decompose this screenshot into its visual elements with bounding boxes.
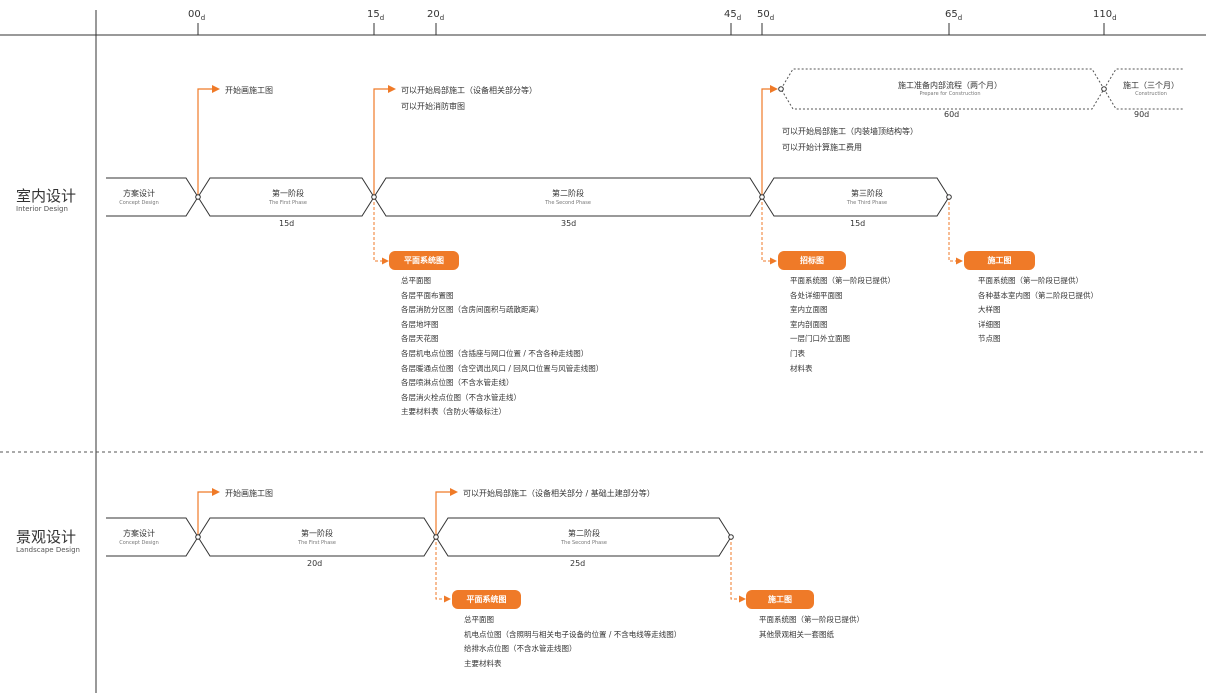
interior-note-1: 开始画施工图 xyxy=(225,86,273,95)
list-item: 详细图 xyxy=(978,319,1001,329)
landscape-note-1: 开始画施工图 xyxy=(225,489,273,498)
landscape-section-title: 景观设计 xyxy=(16,528,77,546)
list-item: 总平面图 xyxy=(464,615,494,624)
landscape-phase-1-label-en: The First Phase xyxy=(298,540,336,546)
interior-deliverable-list-1: 总平面图 各层平面布置图 各层消防分区图（含房间面积与疏散距离） 各层地坪图 各… xyxy=(401,274,603,420)
landscape-deliverable-badge-2: 施工图 xyxy=(746,590,814,609)
construction-phase-duration: 90d xyxy=(1134,110,1150,119)
interior-dashed-connectors xyxy=(373,197,958,262)
interior-note-3-line-1: 可以开始局部施工（内装墙顶结构等） xyxy=(782,127,918,136)
list-item: 机电点位图（含照明与相关电子设备的位置 / 不含电线等走线图） xyxy=(464,629,682,639)
landscape-phase-1-label: 第一阶段 xyxy=(301,529,333,538)
interior-deliverable-badge-2: 招标图 xyxy=(778,251,846,270)
list-item: 材料表 xyxy=(790,363,813,373)
landscape-phase-2-label: 第二阶段 xyxy=(568,529,600,538)
interior-arrowheads xyxy=(212,85,778,93)
landscape-deliverable-list-1: 总平面图 机电点位图（含照明与相关电子设备的位置 / 不含电线等走线图） 给排水… xyxy=(464,613,681,671)
list-item: 各层平面布置图 xyxy=(401,290,454,300)
prep-phase-label-en: Prepare for Construction xyxy=(919,91,981,97)
interior-phase-2-duration: 35d xyxy=(561,219,577,228)
tick-label-0: 00d xyxy=(188,9,206,22)
landscape-phase-1-duration: 20d xyxy=(307,559,323,568)
interior-section-subtitle: Interior Design xyxy=(16,205,68,213)
tick-label-50: 50d xyxy=(757,9,775,22)
list-item: 其他景观相关一套图纸 xyxy=(759,629,834,639)
interior-phase-3-duration: 15d xyxy=(850,219,866,228)
prep-phase-label: 施工准备内部流程（两个月） xyxy=(898,81,1002,90)
tick-label-45: 45d xyxy=(724,9,742,22)
list-item: 主要材料表 xyxy=(464,658,502,668)
landscape-concept-label-en: Concept Design xyxy=(119,540,159,546)
interior-note-2-line-2: 可以开始消防审图 xyxy=(401,102,465,111)
landscape-deliverable-list-2: 平面系统图（第一阶段已提供） 其他景观相关一套图纸 xyxy=(759,613,864,642)
interior-milestones xyxy=(195,86,1107,200)
interior-deliverable-badge-3: 施工图 xyxy=(964,251,1035,270)
axis-ticks xyxy=(197,23,1105,35)
interior-phase-1-duration: 15d xyxy=(279,219,295,228)
interior-phase-3-label-en: The Third Phase xyxy=(846,200,888,206)
interior-phase-3-label: 第三阶段 xyxy=(851,189,883,198)
list-item: 各层消火栓点位图（不含水管走线） xyxy=(401,392,521,402)
landscape-orange-connectors xyxy=(197,491,452,537)
list-item: 门表 xyxy=(790,348,805,358)
construction-phase-label: 施工（三个月） xyxy=(1123,81,1179,90)
interior-phase-1-label: 第一阶段 xyxy=(272,189,304,198)
list-item: 给排水点位图（不含水管走线图） xyxy=(464,644,577,654)
list-item: 平面系统图（第一阶段已提供） xyxy=(978,276,1083,285)
interior-deliverable-badge-1: 平面系统图 xyxy=(389,251,459,270)
list-item: 平面系统图（第一阶段已提供） xyxy=(759,615,864,624)
landscape-milestones xyxy=(195,534,734,540)
interior-deliverable-list-2: 平面系统图（第一阶段已提供） 各处详细平面图 室内立面图 室内剖面图 一层门口外… xyxy=(790,274,895,376)
list-item: 室内剖面图 xyxy=(790,319,828,329)
landscape-concept-label: 方案设计 xyxy=(123,529,155,538)
list-item: 各处详细平面图 xyxy=(790,290,843,300)
list-item: 各层机电点位图（含插座与网口位置 / 不含各种走线图） xyxy=(401,348,589,358)
interior-construction-phase xyxy=(1103,68,1184,90)
tick-label-15: 15d xyxy=(367,9,385,22)
interior-concept-label-en: Concept Design xyxy=(119,200,159,206)
interior-phase-2-label-en: The Second Phase xyxy=(545,200,591,206)
interior-note-3-line-2: 可以开始计算施工费用 xyxy=(782,143,862,152)
landscape-note-2: 可以开始局部施工（设备相关部分 / 基础土建部分等） xyxy=(463,489,655,498)
tick-label-110: 110d xyxy=(1093,9,1117,22)
interior-orange-connectors xyxy=(197,88,776,197)
list-item: 平面系统图（第一阶段已提供） xyxy=(790,276,895,285)
list-item: 各层喷淋点位图（不含水管走线） xyxy=(401,378,514,388)
list-item: 大样图 xyxy=(978,305,1001,315)
construction-phase-label-en: Construction xyxy=(1135,91,1167,97)
interior-concept-label: 方案设计 xyxy=(123,189,155,198)
list-item: 总平面图 xyxy=(401,276,431,285)
landscape-phase-2-label-en: The Second Phase xyxy=(561,540,607,546)
prep-phase-duration: 60d xyxy=(944,110,960,119)
interior-note-2-line-1: 可以开始局部施工（设备相关部分等） xyxy=(401,86,537,95)
landscape-deliverable-badge-1: 平面系统图 xyxy=(452,590,521,609)
list-item: 室内立面图 xyxy=(790,305,828,315)
list-item: 各层天花图 xyxy=(401,334,439,344)
interior-deliverable-list-3: 平面系统图（第一阶段已提供） 各种基本室内图（第二阶段已提供） 大样图 详细图 … xyxy=(978,274,1098,347)
landscape-dashed-connectors xyxy=(435,537,741,600)
interior-phase-1-label-en: The First Phase xyxy=(269,200,307,206)
list-item: 主要材料表（含防火等级标注） xyxy=(401,407,506,417)
landscape-section-subtitle: Landscape Design xyxy=(16,546,80,554)
list-item: 一层门口外立面图 xyxy=(790,334,850,344)
list-item: 各种基本室内图（第二阶段已提供） xyxy=(978,290,1098,300)
list-item: 各层消防分区图（含房间面积与疏散距离） xyxy=(401,305,544,315)
landscape-phase-2-duration: 25d xyxy=(570,559,586,568)
list-item: 节点图 xyxy=(978,334,1001,344)
tick-label-65: 65d xyxy=(945,9,963,22)
tick-label-20: 20d xyxy=(427,9,445,22)
list-item: 各层暖通点位图（含空调出风口 / 回风口位置与风管走线图） xyxy=(401,363,604,373)
list-item: 各层地坪图 xyxy=(401,319,439,329)
interior-section-title: 室内设计 xyxy=(16,187,77,205)
interior-phase-2-label: 第二阶段 xyxy=(552,189,584,198)
